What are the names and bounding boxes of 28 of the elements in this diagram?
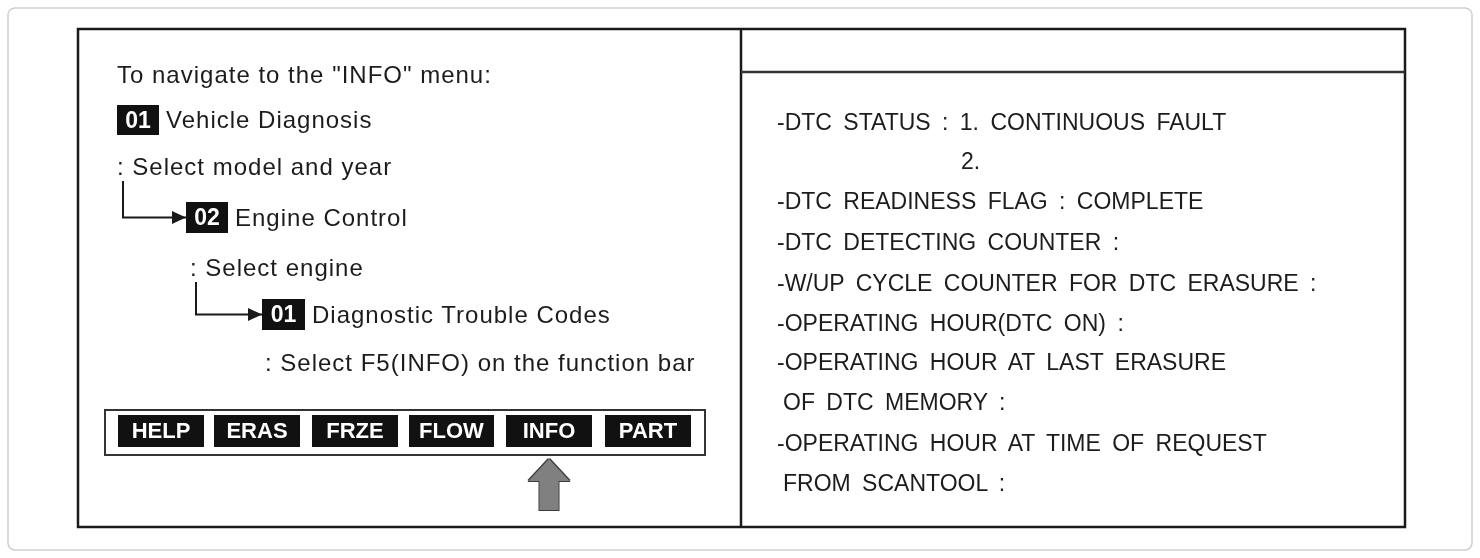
function-bar (104, 409, 706, 456)
menu-number: 02 (186, 202, 228, 233)
data-item-text: -DTC DETECTING COUNTER : (777, 228, 1120, 257)
arrow (195, 281, 263, 321)
instruction-text: : Select model and year (117, 154, 393, 180)
instruction-text: : Select F5(INFO) on the function bar (265, 350, 696, 376)
pointer-arrow (528, 459, 570, 510)
instruction-text: : Select engine (190, 255, 364, 281)
arrow (122, 180, 187, 224)
function-key: INFO (506, 415, 592, 447)
function-key: FLOW (409, 415, 494, 447)
panel-heading: To navigate to the "INFO" menu: (117, 62, 492, 88)
data-item-text: -W/UP CYCLE COUNTER FOR DTC ERASURE : (777, 269, 1317, 298)
data-item-text: -DTC STATUS : 1. CONTINUOUS FAULT (777, 108, 1227, 137)
function-key: HELP (118, 415, 204, 447)
data-item-text: -OPERATING HOUR AT LAST ERASURE OF DTC MEMORY : (777, 348, 1226, 417)
menu-number: 01 (262, 299, 305, 330)
menu-item-label: Diagnostic Trouble Codes (312, 301, 611, 328)
data-item-text: -OPERATING HOUR(DTC ON) : (777, 309, 1124, 338)
data-item-text: -DTC READINESS FLAG : COMPLETE (777, 187, 1204, 216)
function-key: FRZE (312, 415, 398, 447)
list-number: 2. (961, 147, 981, 176)
menu-item-label: Engine Control (235, 204, 408, 231)
menu-item-label: Vehicle Diagnosis (166, 107, 373, 133)
menu-number: 01 (117, 105, 159, 135)
function-key: ERAS (214, 415, 300, 447)
function-key: PART (605, 415, 691, 447)
data-item-text: -OPERATING HOUR AT TIME OF REQUEST FROM SCANTOOL : (777, 429, 1267, 498)
